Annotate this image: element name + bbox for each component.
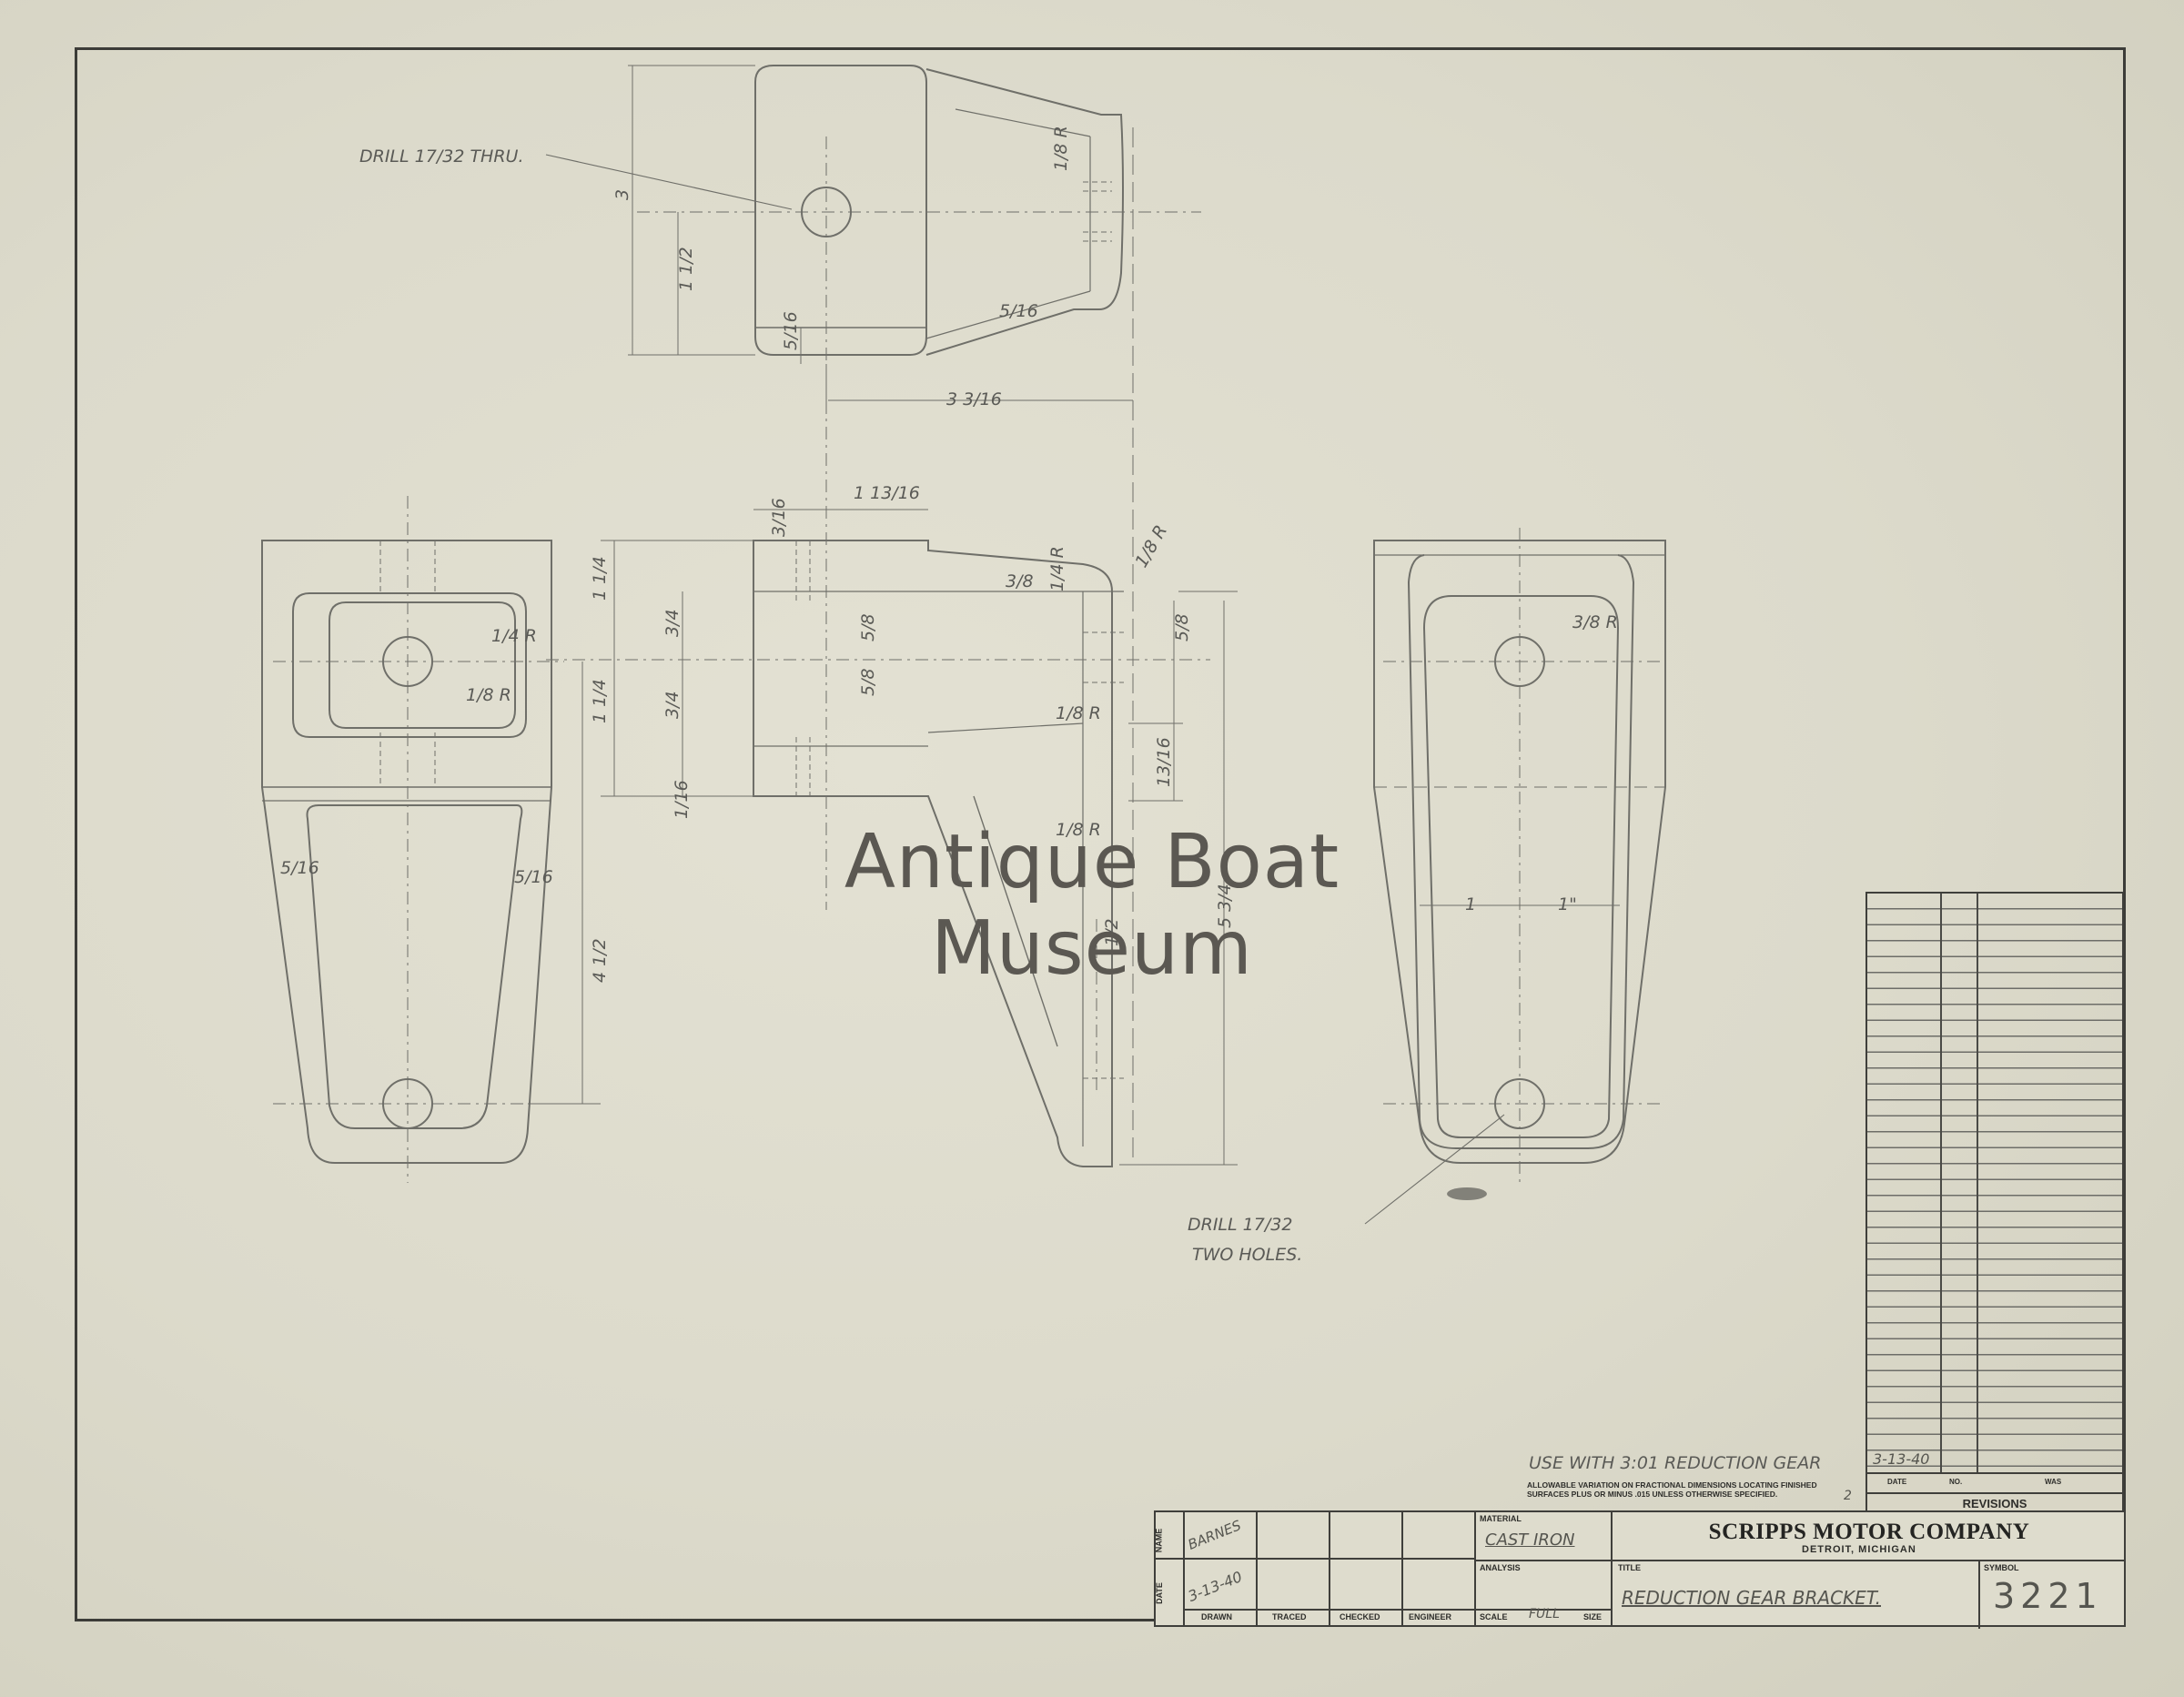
- dim-side-total: 5 3/4: [1215, 884, 1235, 928]
- dim-side-1-2: 1/2: [1102, 918, 1122, 946]
- dim-side-1-1-4-a: 1 1/4: [590, 556, 610, 601]
- drill-top-note: DRILL 17/32 THRU.: [359, 146, 523, 167]
- title-block: NAME DATE BARNES 3-13-40 DRAWN TRACED CH…: [1154, 1510, 2126, 1629]
- drill-bottom-note-1: DRILL 17/32: [1188, 1215, 1292, 1235]
- company-city: DETROIT, MICHIGAN: [1802, 1544, 1916, 1555]
- dim-side-3-8: 3/8: [1006, 571, 1034, 591]
- drawn-date: 3-13-40: [1185, 1567, 1245, 1606]
- watermark-text: Antique Boat Museum: [844, 819, 1340, 992]
- dim-right-3-8-r: 3/8 R: [1572, 612, 1618, 632]
- dim-side-1-8-r-a: 1/8 R: [1131, 521, 1171, 571]
- dim-top-wall-side: 5/16: [999, 301, 1038, 321]
- dim-top-height: 3: [612, 189, 632, 200]
- dim-top-wall: 5/16: [781, 311, 801, 350]
- right-view: [1364, 528, 1666, 1225]
- revisions-col-date: DATE: [1887, 1478, 1907, 1486]
- revisions-col-no: NO.: [1949, 1478, 1963, 1486]
- analysis-label: ANALYSIS: [1480, 1563, 1521, 1572]
- dim-side-5-8-b: 5/8: [858, 668, 878, 696]
- revisions-col-was: WAS: [2045, 1478, 2062, 1486]
- top-view: [545, 65, 1201, 1165]
- dim-left-5-16-a: 5/16: [280, 858, 319, 878]
- dim-side-5-8-right: 5/8: [1172, 613, 1192, 641]
- name-label: NAME: [1154, 1528, 1164, 1553]
- revision-entry-date: 3-13-40: [1873, 1450, 1930, 1468]
- dim-left-4-1-2: 4 1/2: [590, 938, 610, 983]
- scale-label: SCALE: [1480, 1612, 1508, 1621]
- dim-side-1-16: 1/16: [672, 780, 692, 819]
- drill-bottom-note-2: TWO HOLES.: [1192, 1245, 1302, 1265]
- sheet-border: [75, 47, 2126, 1621]
- use-with-note: USE WITH 3:01 REDUCTION GEAR: [1529, 1453, 1821, 1473]
- dim-side-1-1-4-b: 1 1/4: [590, 679, 610, 723]
- checked-label: CHECKED: [1340, 1612, 1380, 1621]
- drawing-title: REDUCTION GEAR BRACKET.: [1622, 1587, 1881, 1609]
- symbol-value: 3221: [1993, 1576, 2103, 1616]
- dim-top-width: 3 3/16: [946, 389, 1002, 409]
- revisions-table: 3-13-40 DATE NO. WAS REVISIONS: [1866, 892, 2124, 1514]
- dim-side-top-thk: 1 13/16: [854, 483, 920, 503]
- dim-side-3-4-a: 3/4: [662, 609, 682, 637]
- dim-side-3-4-b: 3/4: [662, 691, 682, 719]
- drawn-by-name: BARNES: [1185, 1517, 1244, 1553]
- scale-value: FULL: [1529, 1607, 1560, 1621]
- dim-side-left-wall: 3/16: [769, 498, 789, 537]
- tolerance-note: ALLOWABLE VARIATION ON FRACTIONAL DIMENS…: [1527, 1480, 1817, 1499]
- dim-top-fillet: 1/8 R: [1051, 126, 1071, 171]
- symbol-label: SYMBOL: [1984, 1563, 2019, 1572]
- date-label: DATE: [1154, 1582, 1164, 1604]
- dim-side-1-4-r: 1/4 R: [1047, 546, 1067, 591]
- dim-side-1-8-r-b: 1/8 R: [1056, 703, 1101, 723]
- dim-left-1-8-r: 1/8 R: [466, 685, 511, 705]
- dim-right-1: 1: [1465, 894, 1476, 914]
- material-value: CAST IRON: [1485, 1530, 1575, 1550]
- side-view: [546, 509, 1238, 1167]
- dim-right-1-in: 1": [1558, 894, 1577, 914]
- revisions-header: REVISIONS: [1962, 1497, 2027, 1510]
- title-label: TITLE: [1618, 1563, 1641, 1572]
- traced-label: TRACED: [1272, 1612, 1307, 1621]
- size-label: SIZE: [1583, 1612, 1603, 1621]
- dim-left-5-16-b: 5/16: [514, 867, 553, 887]
- engineer-label: ENGINEER: [1409, 1612, 1452, 1621]
- left-view: [261, 496, 601, 1183]
- dim-top-half: 1 1/2: [676, 247, 696, 291]
- material-label: MATERIAL: [1480, 1514, 1522, 1523]
- dim-side-5-8-a: 5/8: [858, 613, 878, 641]
- drawn-label: DRAWN: [1201, 1612, 1232, 1621]
- company-name: SCRIPPS MOTOR COMPANY: [1708, 1520, 2030, 1544]
- dim-side-13-16: 13/16: [1154, 737, 1174, 787]
- dim-left-1-4-r: 1/4 R: [491, 626, 537, 646]
- tolerance-note-number: 2: [1844, 1489, 1852, 1503]
- dim-side-1-8-r-c: 1/8 R: [1056, 820, 1101, 840]
